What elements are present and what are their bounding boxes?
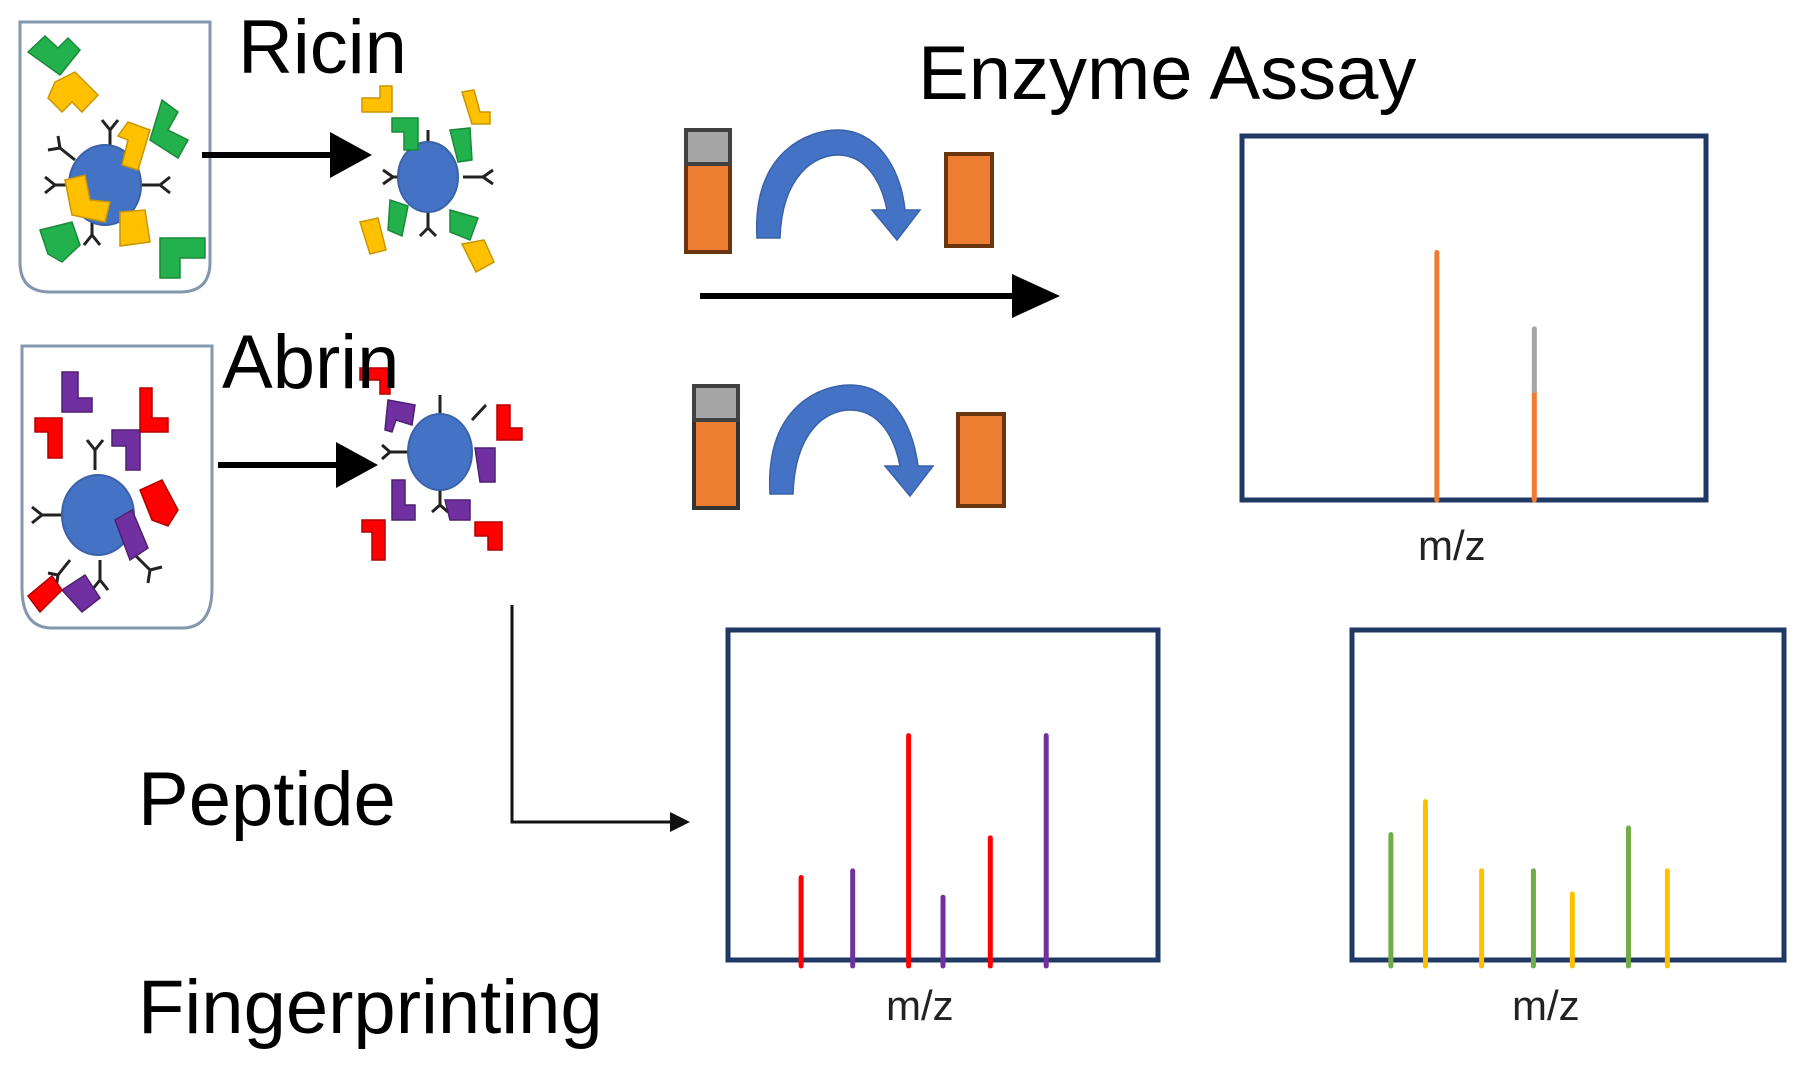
peptide-fingerprinting-arrow: [510, 605, 676, 824]
peptide-fingerprinting-arrowhead: [670, 812, 690, 832]
ricin-label: Ricin: [238, 5, 407, 90]
peptide-label: Peptide: [138, 757, 396, 842]
enzyme-assay-xlabel: m/z: [1418, 522, 1486, 569]
ricin-bead-complex: [26, 34, 206, 279]
ricin-sample-tube: [18, 20, 212, 294]
abrin-product-vial: [956, 412, 1006, 508]
abrin-bead-complex: [26, 371, 179, 614]
abrin-capture-arrowhead: [336, 442, 378, 488]
fingerprinting-label: Fingerprinting: [138, 965, 603, 1050]
abrin-curved-arrow-icon: [769, 384, 935, 498]
abrin-captured-bead: [359, 367, 523, 561]
enzyme-assay-arrowhead: [1012, 274, 1060, 318]
abrin-substrate-vial: [692, 384, 740, 510]
abrin-label: Abrin: [222, 320, 400, 405]
ricin-fingerprint-plot-frame: [1349, 627, 1787, 963]
ricin-substrate-vial: [684, 128, 732, 254]
ricin-capture-arrowhead: [330, 132, 372, 178]
abrin-sample-tube: [20, 344, 214, 630]
ricin-captured-bead: [359, 85, 495, 274]
spectrum-peaks: [798, 249, 1670, 969]
enzyme-assay-plot-frame: [1239, 133, 1709, 503]
ricin-product-vial: [944, 152, 994, 248]
ricin-curved-arrow-icon: [756, 129, 922, 242]
abrin-fingerprint-xlabel: m/z: [886, 982, 954, 1029]
ricin-fingerprint-xlabel: m/z: [1512, 982, 1580, 1029]
enzyme-assay-label: Enzyme Assay: [918, 31, 1417, 116]
